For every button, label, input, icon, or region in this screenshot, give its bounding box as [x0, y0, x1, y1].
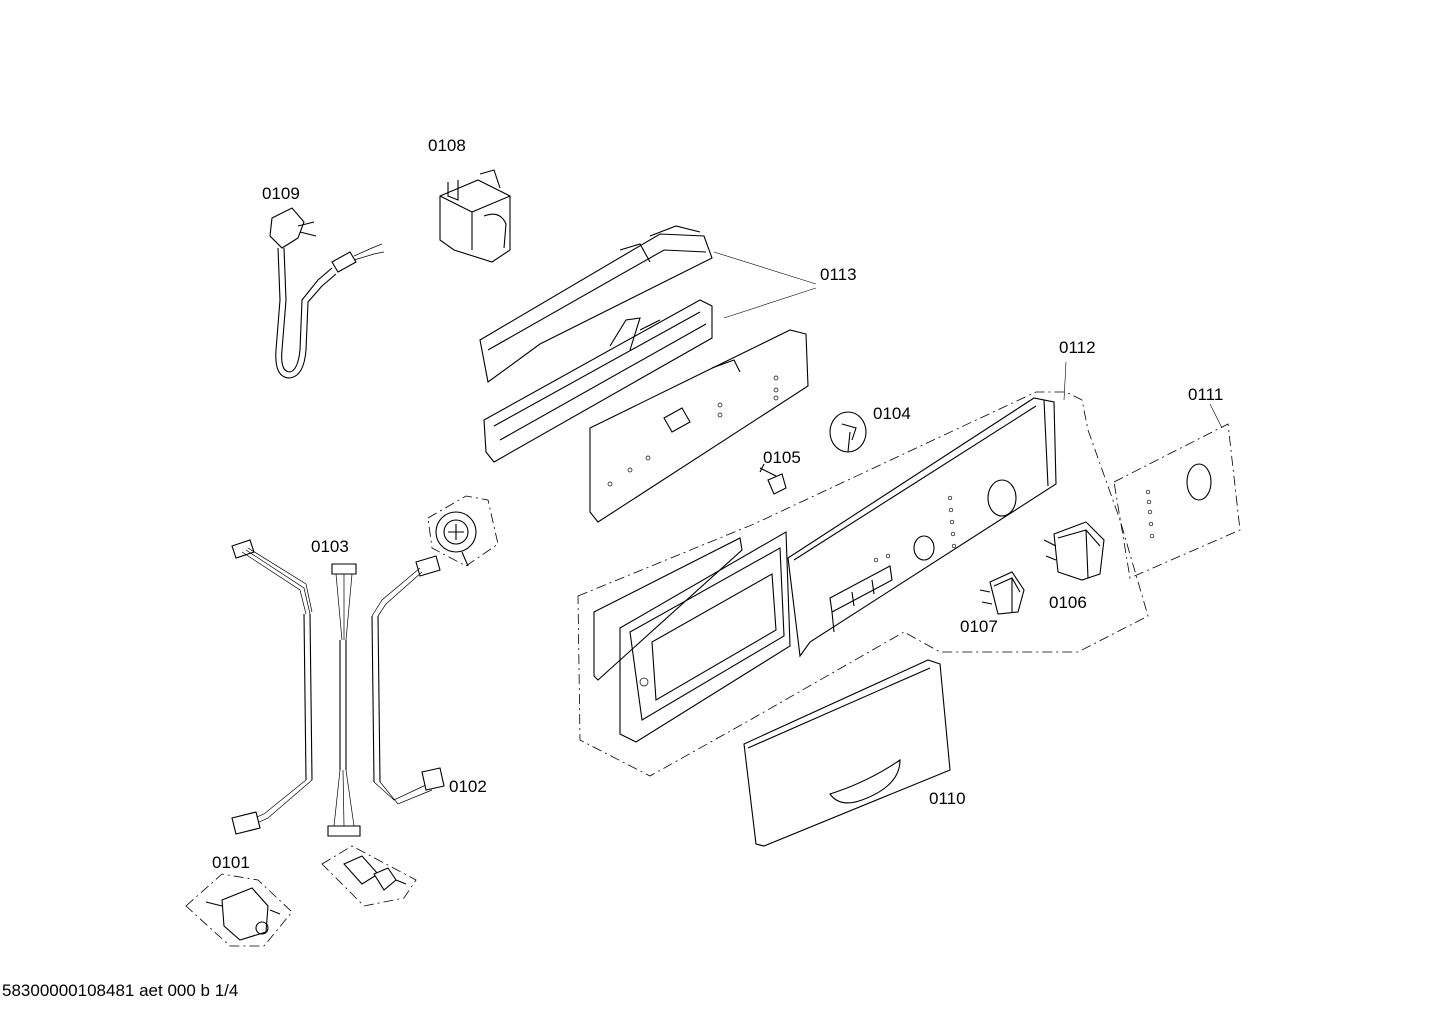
label-0104: 0104 — [873, 404, 911, 423]
control-module-part — [479, 225, 817, 523]
program-knob-part — [1043, 521, 1105, 581]
wire-harness-part — [231, 539, 445, 837]
label-0105: 0105 — [763, 448, 801, 467]
knob-insert-part — [829, 411, 867, 453]
label-0102: 0102 — [449, 777, 487, 796]
label-0101: 0101 — [212, 853, 250, 872]
label-0109: 0109 — [262, 184, 300, 203]
knob-spindle-part — [759, 463, 787, 495]
label-0106: 0106 — [1049, 593, 1087, 612]
label-0103: 0103 — [311, 537, 349, 556]
power-cord-part — [269, 207, 385, 379]
label-0108: 0108 — [428, 136, 466, 155]
control-panel-part — [577, 361, 1149, 777]
label-0111: 0111 — [1188, 385, 1223, 404]
label-0113: 0113 — [820, 265, 857, 284]
door-lock-part — [185, 873, 293, 947]
small-knob-part — [979, 571, 1025, 615]
label-0112: 0112 — [1059, 338, 1096, 357]
filter-part — [439, 169, 511, 263]
label-0107: 0107 — [960, 617, 998, 636]
label-0110: 0110 — [929, 789, 966, 808]
label-panel-part — [1113, 403, 1241, 579]
level-sensor-part — [321, 845, 417, 907]
pressure-switch-part — [427, 495, 499, 567]
document-footer: 58300000108481 aet 000 b 1/4 — [2, 981, 239, 1000]
drawer-handle-part — [743, 659, 951, 847]
